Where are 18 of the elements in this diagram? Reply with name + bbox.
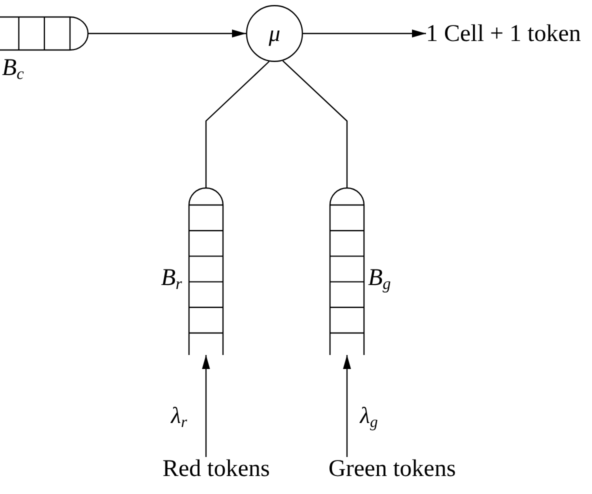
- arrow: [202, 355, 210, 457]
- connector-line: [282, 60, 348, 188]
- arrow: [88, 30, 246, 38]
- queue-symbol: [330, 188, 364, 355]
- node-label: 1 Cell + 1 token: [426, 22, 581, 46]
- node-label: μ: [268, 22, 280, 45]
- arrow: [303, 30, 426, 38]
- connector-line: [205, 61, 270, 188]
- node-label: Red tokens: [162, 457, 270, 481]
- queue-symbol: [0, 17, 88, 50]
- edge-label: λ$_{r}$: [170, 404, 188, 427]
- node-label: Green tokens: [328, 457, 456, 481]
- queue-label: B$_{c}$: [2, 56, 24, 80]
- queue-label: B$_{g}$: [368, 266, 391, 290]
- arrow: [343, 355, 351, 457]
- server-circle: [246, 5, 303, 62]
- queue-symbol: [189, 188, 223, 355]
- queue-label: B$_{r}$: [161, 266, 182, 290]
